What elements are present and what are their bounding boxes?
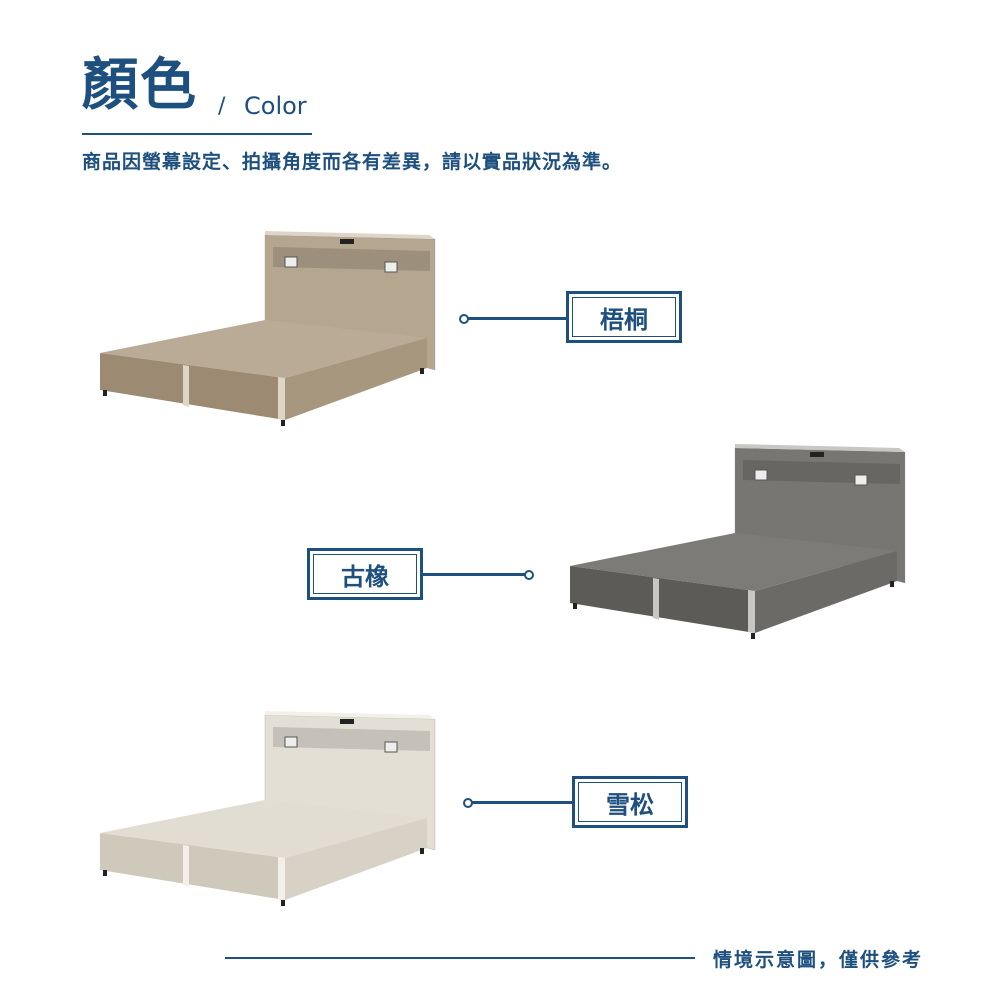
socket-icon — [384, 261, 398, 273]
mattress-platform — [100, 800, 427, 858]
bed-leg — [103, 390, 107, 396]
drawer-divider — [653, 578, 659, 620]
connector-line — [468, 317, 568, 320]
socket-icon — [284, 256, 298, 268]
variant-label-oak: 古橡 — [307, 548, 423, 600]
usb-port-icon — [340, 239, 354, 244]
bed-image-oak — [570, 444, 906, 639]
footer-rule — [225, 957, 695, 959]
corner-trim — [278, 857, 285, 900]
bed-base-front — [100, 353, 285, 420]
bed-leg — [103, 870, 107, 876]
drawer-divider — [183, 365, 189, 407]
socket-icon — [284, 736, 298, 748]
connector-dot — [524, 570, 534, 580]
headboard-top-trim — [265, 231, 435, 239]
footer-note: 情境示意圖，僅供參考 — [713, 949, 924, 971]
bed-base-side — [285, 818, 427, 900]
socket-icon — [384, 741, 398, 753]
usb-port-icon — [810, 452, 824, 457]
corner-trim — [748, 590, 755, 633]
bed-leg — [573, 603, 577, 609]
bed-base-side — [755, 551, 897, 633]
bed-image-wutong — [100, 231, 436, 426]
bed-image-cedar — [100, 711, 436, 906]
corner-trim — [278, 377, 285, 420]
variant-label-cedar: 雪松 — [572, 776, 688, 828]
headboard-top-trim — [265, 711, 435, 719]
connector-line — [472, 801, 574, 804]
connector-line — [423, 573, 525, 576]
bed-leg — [420, 848, 424, 854]
bed-base-front — [100, 833, 285, 900]
mattress-platform — [100, 320, 427, 378]
variant-label-wutong: 梧桐 — [566, 291, 682, 343]
mattress-platform — [570, 533, 897, 591]
title-underline — [82, 133, 312, 135]
bed-base-side — [285, 338, 427, 420]
color-disclaimer: 商品因螢幕設定、拍攝角度而各有差異，請以實品狀況為準。 — [82, 151, 623, 173]
usb-port-icon — [340, 719, 354, 724]
bed-leg — [420, 368, 424, 374]
bed-base-front — [570, 566, 755, 633]
drawer-divider — [183, 845, 189, 887]
bed-leg — [890, 581, 894, 587]
page-subtitle: Color — [244, 92, 307, 120]
bed-leg — [281, 900, 285, 906]
socket-icon — [754, 469, 768, 481]
bed-leg — [751, 633, 755, 639]
headboard-top-trim — [735, 444, 905, 452]
socket-icon — [854, 474, 868, 486]
page-title: 顏色 — [82, 53, 198, 118]
bed-leg — [281, 420, 285, 426]
title-separator: / — [218, 94, 226, 119]
